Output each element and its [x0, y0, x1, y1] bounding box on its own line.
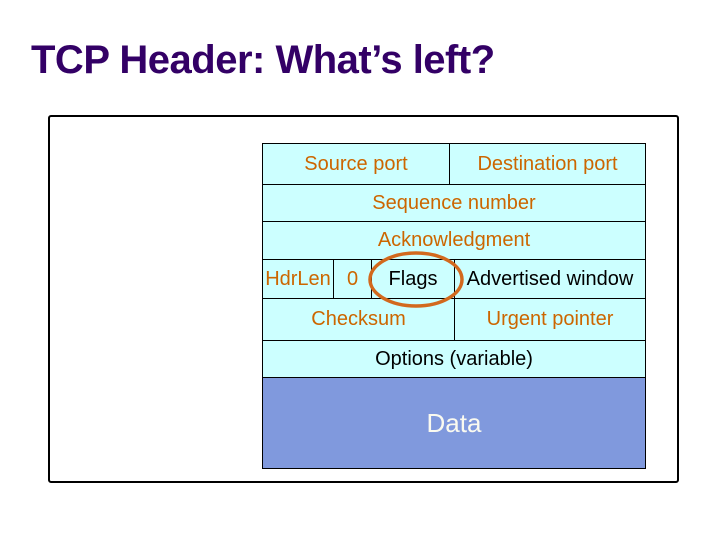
field-data: Data: [263, 378, 645, 468]
field-reserved-zero: 0: [334, 260, 372, 298]
row-ports: Source port Destination port: [263, 144, 645, 185]
row-sequence-number: Sequence number: [263, 185, 645, 222]
row-hdrlen-flags-window: HdrLen 0 Flags Advertised window: [263, 260, 645, 299]
field-hdr-len: HdrLen: [263, 260, 334, 298]
field-destination-port: Destination port: [450, 144, 645, 184]
row-acknowledgment: Acknowledgment: [263, 222, 645, 260]
field-sequence-number: Sequence number: [263, 185, 645, 221]
field-flags: Flags: [372, 260, 455, 298]
row-checksum-urgent: Checksum Urgent pointer: [263, 299, 645, 341]
tcp-header-diagram: Source port Destination port Sequence nu…: [262, 143, 646, 469]
field-source-port: Source port: [263, 144, 450, 184]
field-options: Options (variable): [263, 341, 645, 377]
field-checksum: Checksum: [263, 299, 455, 340]
row-data: Data: [263, 378, 645, 468]
row-options: Options (variable): [263, 341, 645, 378]
field-urgent-pointer: Urgent pointer: [455, 299, 645, 340]
field-acknowledgment: Acknowledgment: [263, 222, 645, 259]
slide-content-box: Source port Destination port Sequence nu…: [48, 115, 679, 483]
field-advertised-window: Advertised window: [455, 260, 645, 298]
slide-title: TCP Header: What’s left?: [31, 38, 495, 82]
